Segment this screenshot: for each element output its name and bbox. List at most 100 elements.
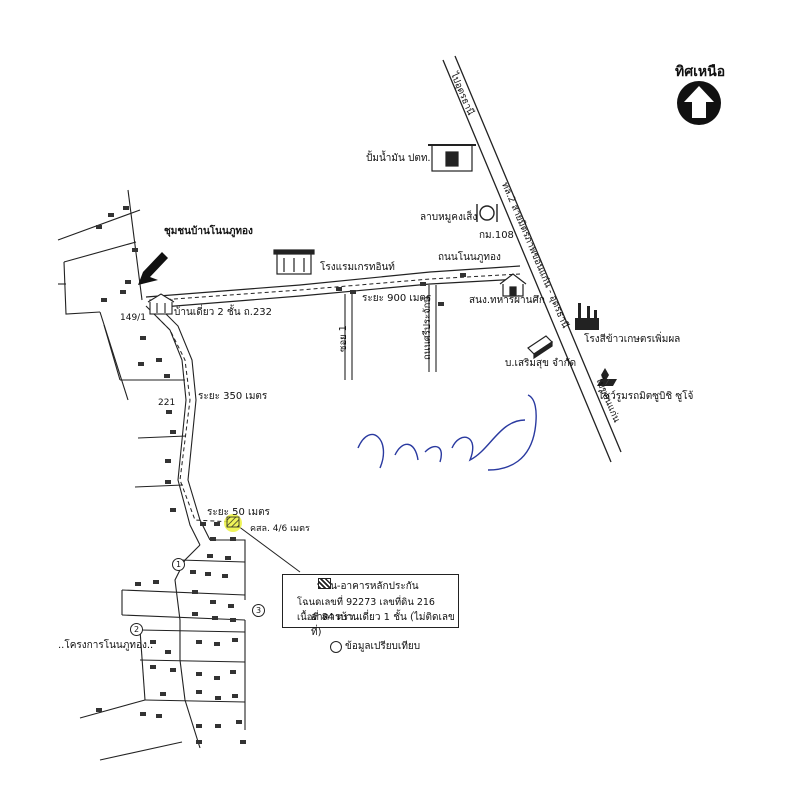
legend-line3: อาคารบ้านเดี่ยว 1 ชั้น (ไม่ติดเลขที่) [311,612,455,638]
house-block [135,582,141,586]
house-block [123,206,129,210]
house-block [192,612,198,616]
house-blocks [96,206,466,744]
house-block [150,665,156,669]
house-block [165,480,171,484]
house-block [96,225,102,229]
house-block [190,570,196,574]
house-block [236,720,242,724]
community-arrow-icon [138,252,168,285]
gas-station-icon [428,144,476,172]
restaurant-icon [476,204,498,222]
subject-hatch [226,516,240,528]
nonphutong-road-label: ถนนโนนภูทอง [438,252,501,263]
legend-box: ที่ดิน-อาคารหลักประกัน โฉนดเลขที่ 92273 … [282,574,459,638]
hotel-label: โรงแรมเกรทอินท์ [320,262,395,273]
soi1-label: ซอย 1 [338,325,349,352]
house-block [132,248,138,252]
house-block [96,708,102,712]
compare-circle-icon [330,641,342,653]
house-block [196,724,202,728]
house-block [225,556,231,560]
nonphutong-road [145,265,521,309]
distance-50-label: ระยะ 50 เมตร [207,507,270,518]
house-block [164,374,170,378]
road-width-label: คสล. 4/6 เมตร [250,524,310,534]
gas-station-label: ปั้มน้ำมัน ปตท. [366,153,431,164]
distance-350-label: ระยะ 350 เมตร [198,391,268,402]
army-office-label: สนง.ทหารผ่านศึก [469,295,545,306]
house-block [156,714,162,718]
house-block [222,574,228,578]
house-block [140,712,146,716]
house-block [192,590,198,594]
km-label: กม.108 [479,230,514,241]
house-block [350,290,356,294]
community-label: ชุมชนบ้านโนนภูทอง [164,226,253,237]
house-block [200,522,206,526]
house-232-label: บ้านเดี่ยว 2 ชั้น ถ.232 [174,307,273,318]
house-block [336,287,342,291]
house-block [170,668,176,672]
legend-line1: ที่ดิน-อาคารหลักประกัน [317,581,419,592]
house-icon [147,293,175,315]
house-block [228,604,234,608]
army-office-icon [499,273,527,297]
house-block [232,638,238,642]
mitsubishi-icon [597,368,617,386]
house-block [210,600,216,604]
community-roads [57,189,437,761]
house-block [205,572,211,576]
house-block [153,580,159,584]
house-block [101,298,107,302]
srprachak-label: ถนนศรีประจักษ์ [422,296,433,360]
distance-900-label: ระยะ 900 เมตร [362,293,432,304]
company-label: บ.เสริมสุข จำกัด [505,358,577,369]
marker-3: 3 [252,604,265,617]
house-block [170,508,176,512]
house-block [165,650,171,654]
house-block [196,672,202,676]
leader-line [237,525,301,573]
house-block [214,642,220,646]
north-arrow-icon [677,81,721,125]
house-block [170,430,176,434]
house-block [156,358,162,362]
project-label: ..โครงการโนนภูทอง.. [58,640,154,651]
house-block [120,290,126,294]
compare-label: ข้อมูลเปรียบเทียบ [345,641,421,652]
house-block [207,554,213,558]
handwriting-stroke [357,394,537,471]
house-block [212,616,218,620]
north-label: ทิศเหนือ [675,64,726,80]
house-block [196,690,202,694]
house-block [460,273,466,277]
house-block [230,618,236,622]
house-block [125,280,131,284]
house-block [240,740,246,744]
rice-mill-icon [575,303,599,330]
house-block [420,282,426,286]
legend-line2: โฉนดเลขที่ 92273 เลขที่ดิน 216 เนื้อที่ … [297,597,435,623]
house-block [196,740,202,744]
house-block [160,692,166,696]
house-block [165,459,171,463]
marker-2: 2 [130,623,143,636]
house-block [138,362,144,366]
restaurant-label: ลาบหมูคงเส็ง [420,212,478,223]
house-block [108,213,114,217]
hotel-icon [273,249,315,275]
house-block [438,302,444,306]
mitsubishi-label: โชว์รูมรถมิตซูบิชิ ซูโจ้ [598,391,694,402]
house-block [215,724,221,728]
house-block [196,640,202,644]
house-block [140,336,146,340]
house-block [232,694,238,698]
legend-hatch-icon [318,578,331,589]
highway [442,55,622,463]
house-block [210,537,216,541]
house-block [214,676,220,680]
company-icon [527,335,553,360]
house-block [230,670,236,674]
